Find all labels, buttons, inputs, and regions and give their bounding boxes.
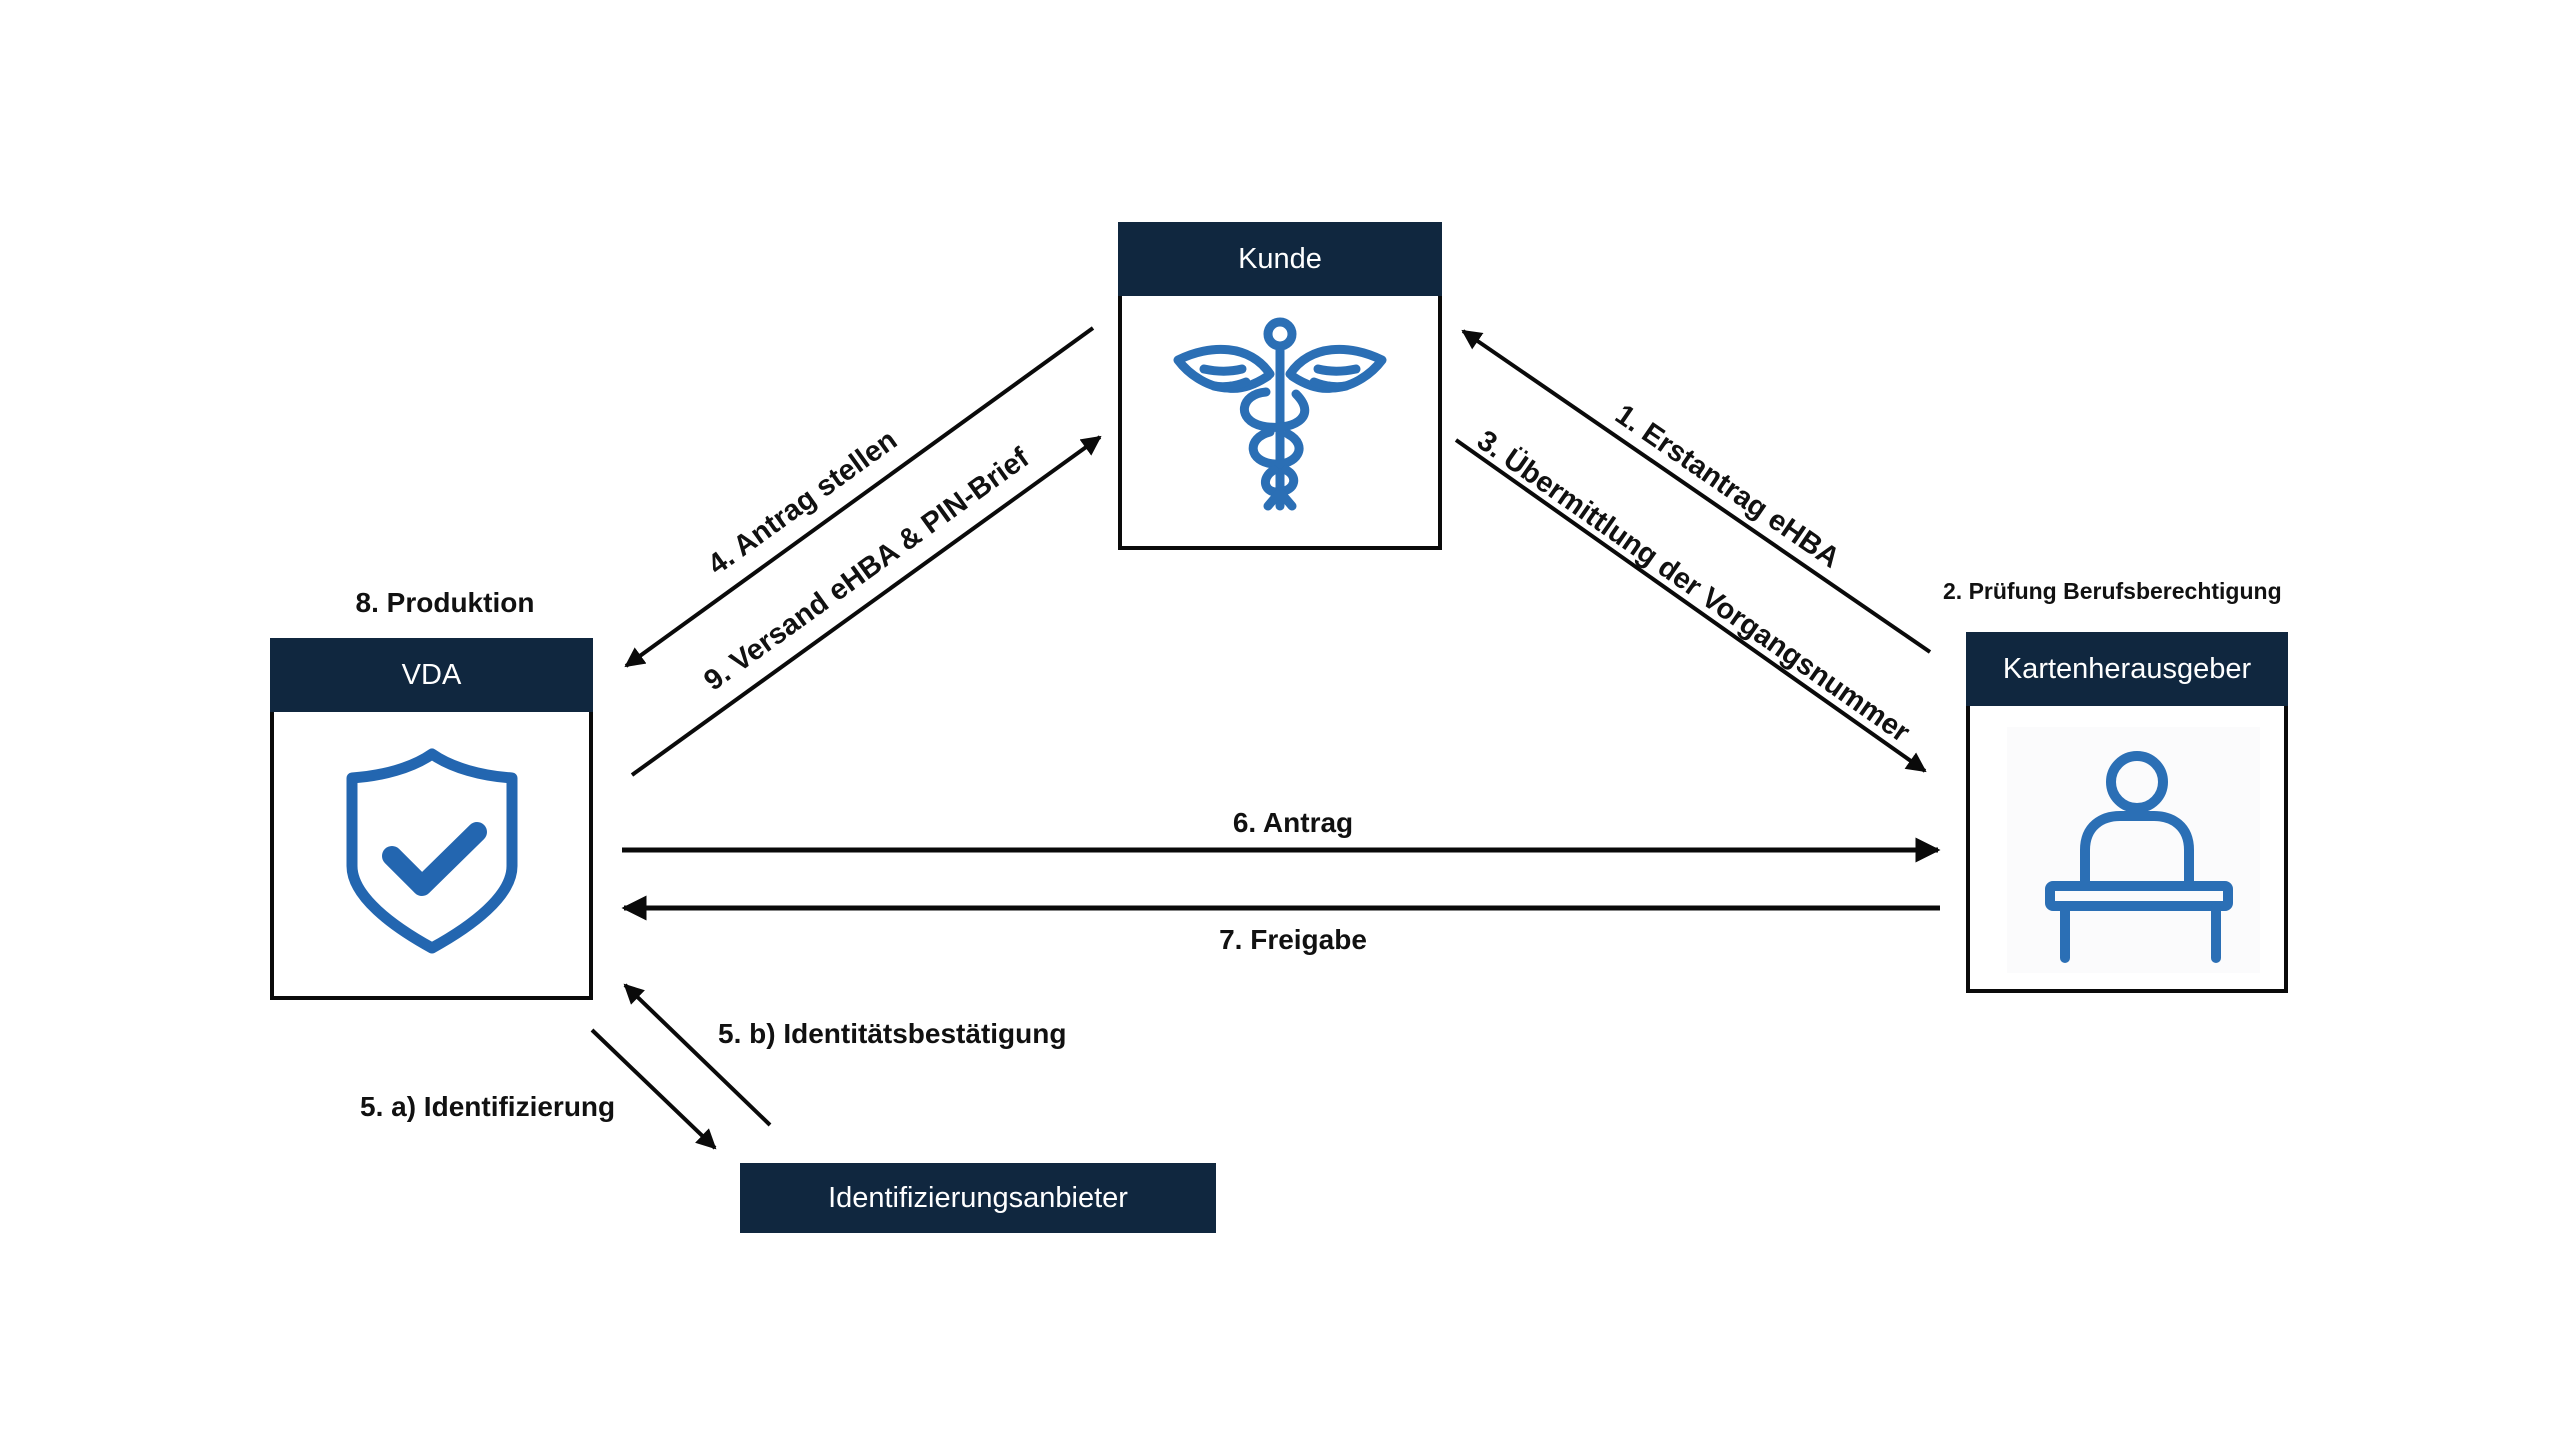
arrow-9-versand: [630, 435, 1102, 777]
node-kartenherausgeber-title: Kartenherausgeber: [1966, 632, 2288, 706]
vda-step-label: 8. Produktion: [355, 587, 535, 618]
flow-label-6: 6. Antrag: [1232, 807, 1354, 838]
person-at-desk-icon: [2045, 751, 2233, 963]
node-kunde: Kunde: [1118, 222, 1442, 550]
node-kartenherausgeber: Kartenherausgeber: [1966, 632, 2288, 993]
arrow-5b-identitaetsbestaetigung: [623, 983, 772, 1127]
flow-label-9: 9. Versand eHBA & PIN-Brief: [698, 441, 1036, 698]
flow-label-7: 7. Freigabe: [1219, 924, 1367, 955]
caduceus-icon: [1173, 317, 1387, 511]
flow-label-5a: 5. a) Identifizierung: [360, 1091, 616, 1122]
shield-check-icon: [346, 748, 517, 954]
arrow-4-antrag-stellen: [624, 326, 1095, 668]
node-vda-title: VDA: [270, 638, 593, 712]
node-identifizierungsanbieter: Identifizierungsanbieter: [740, 1163, 1216, 1233]
node-kunde-title: Kunde: [1118, 222, 1442, 296]
node-vda: VDA: [270, 638, 593, 1000]
karten-step-label: 2. Prüfung Berufsberechtigung: [1943, 578, 2282, 604]
flow-label-5b: 5. b) Identitätsbestätigung: [718, 1018, 1067, 1049]
arrow-5a-identifizierung: [590, 1028, 717, 1150]
